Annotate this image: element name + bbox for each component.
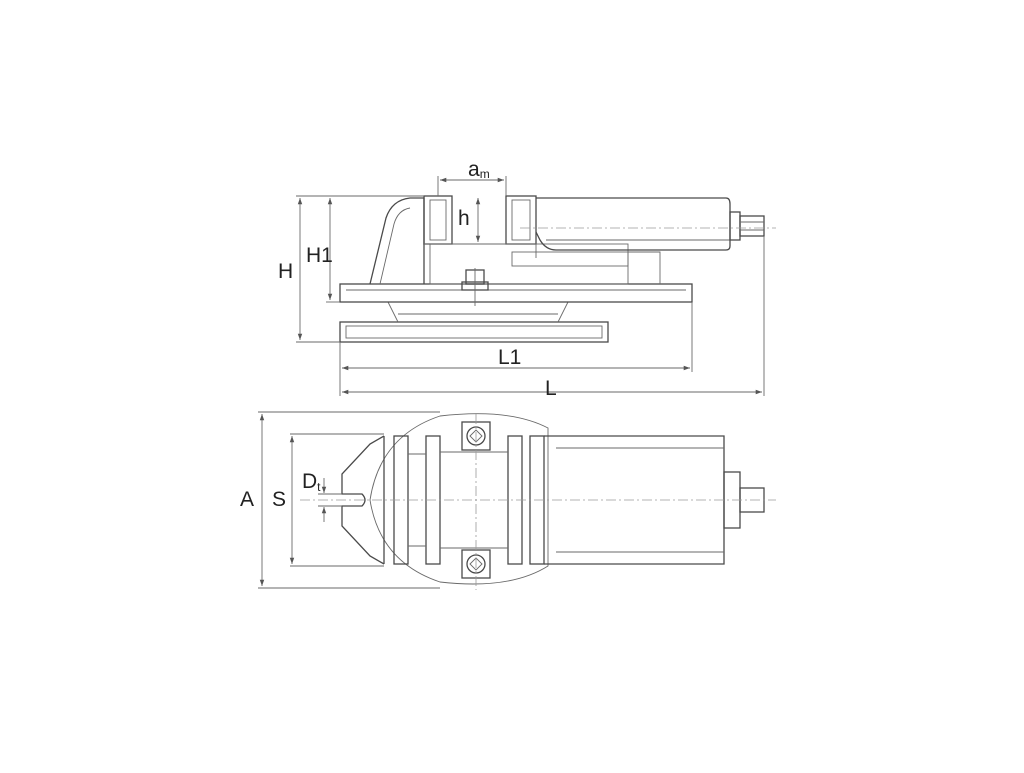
bolt-socket-top [469,429,483,443]
label-h: h [458,207,470,230]
slide-block [511,251,629,267]
label-L: L [545,377,557,400]
swivel-plate [339,321,609,343]
fixed-jaw-body [369,197,425,285]
base-flange [339,283,693,303]
base-transition [387,301,569,323]
swivel-plate-inner [345,325,603,339]
swivel-plate-outline [369,413,549,585]
label-H1: H1 [306,244,333,267]
fixed-jaw-rib [379,207,411,285]
label-A: A [240,488,254,511]
label-H: H [278,260,293,283]
spindle-housing [535,197,731,251]
top-view: A S Dt [240,411,776,590]
side-view: am h H1 H L1 L [278,158,776,400]
movable-jaw [505,195,537,245]
bolt-socket-bottom [469,557,483,571]
spindle-collar [729,211,741,241]
spindle-square [739,215,765,237]
label-am: am [468,158,490,181]
jaw-bed [424,243,537,258]
movable-jaw-insert [511,199,531,241]
fixed-jaw-insert [429,199,447,241]
label-D: Dt [302,470,321,494]
fixed-jaw [423,195,453,245]
label-S: S [272,488,286,511]
label-L1: L1 [498,346,521,369]
rear-support [628,251,661,284]
